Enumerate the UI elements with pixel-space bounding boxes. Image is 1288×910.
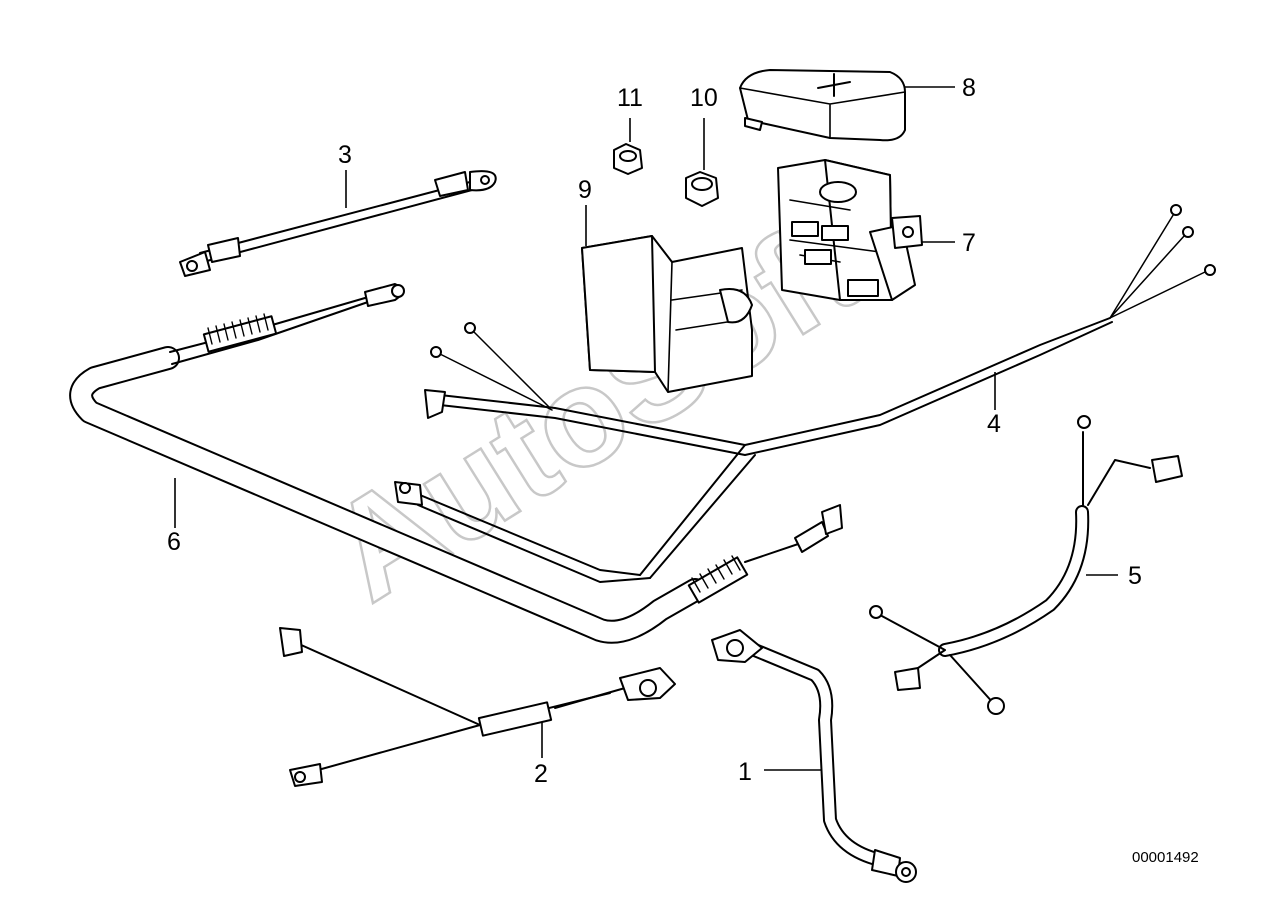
callout-10: 10 bbox=[690, 84, 718, 112]
corrugated-sleeve-lower bbox=[687, 555, 749, 604]
part-7-block bbox=[777, 159, 923, 301]
corrugated-sleeve-upper bbox=[202, 313, 278, 353]
callout-9: 9 bbox=[578, 176, 592, 204]
callout-2: 2 bbox=[534, 760, 548, 788]
part-1-cable bbox=[711, 629, 917, 883]
callout-6: 6 bbox=[167, 528, 181, 556]
callout-1: 1 bbox=[738, 758, 752, 786]
part-10-nut bbox=[685, 171, 719, 207]
callout-5: 5 bbox=[1128, 562, 1142, 590]
part-5-cable bbox=[869, 415, 1183, 715]
part-2-cable bbox=[279, 627, 676, 787]
callouts: 1 2 3 4 5 6 7 8 9 10 11 bbox=[167, 74, 1142, 788]
part-4-harness bbox=[394, 204, 1216, 583]
part-9-cover bbox=[581, 235, 753, 393]
part-3-cable bbox=[179, 170, 497, 277]
callout-11: 11 bbox=[617, 84, 643, 112]
part-8-cap bbox=[739, 69, 906, 142]
leader-lines bbox=[174, 86, 1118, 771]
part-11-nut bbox=[613, 143, 643, 175]
callout-4: 4 bbox=[987, 410, 1001, 438]
part-6-cable bbox=[69, 283, 843, 644]
drawing-number: 00001492 bbox=[1132, 849, 1199, 866]
callout-7: 7 bbox=[962, 229, 976, 257]
callout-3: 3 bbox=[338, 141, 352, 169]
callout-8: 8 bbox=[962, 74, 976, 102]
